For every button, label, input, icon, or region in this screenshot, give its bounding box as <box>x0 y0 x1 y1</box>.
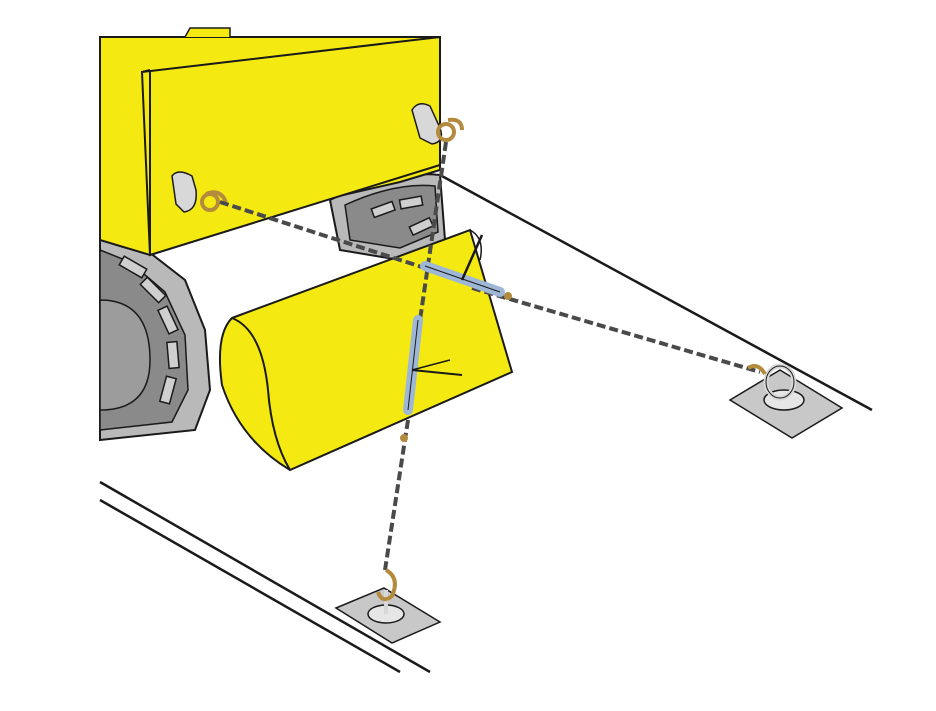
floor-anchor-side <box>728 363 844 439</box>
left-track <box>99 223 212 442</box>
ratchet-binder-side <box>420 234 512 300</box>
floor-anchor-front <box>334 568 442 644</box>
upper-lifting-eye <box>411 103 464 145</box>
lower-lifting-eye <box>171 171 228 213</box>
chain-side <box>219 200 761 374</box>
chain-front <box>383 141 448 571</box>
deck-edge-rails <box>99 173 873 674</box>
dozer-blade <box>219 228 514 472</box>
right-track <box>328 173 447 262</box>
ratchet-binder-front <box>400 315 463 442</box>
